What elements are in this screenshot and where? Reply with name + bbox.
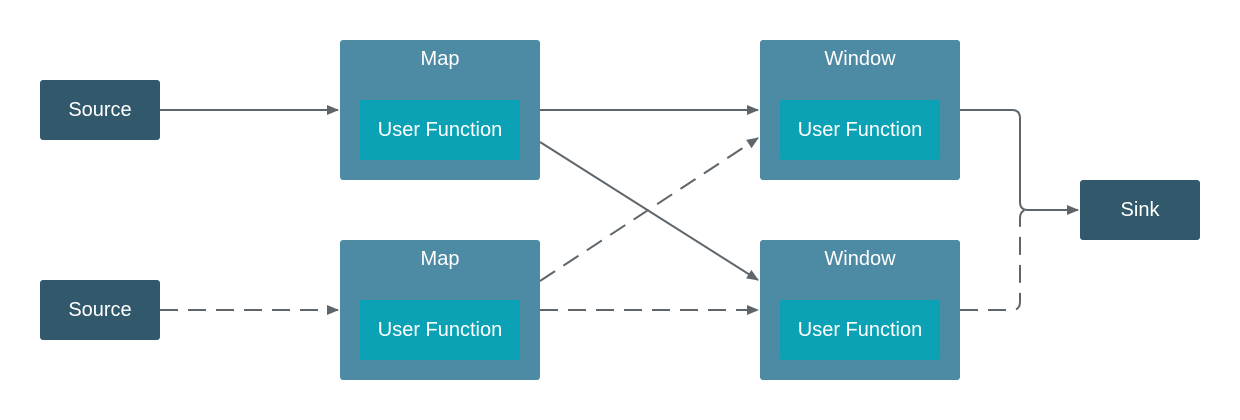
user-function-box: User Function <box>780 300 940 360</box>
edge-window2-sink <box>960 209 1029 311</box>
user-function-label: User Function <box>377 118 503 141</box>
operator-title: Map <box>420 48 460 70</box>
source-node-2: Source <box>40 280 160 340</box>
edge-map1-window2 <box>539 141 759 281</box>
window-operator-1: Window User Function <box>760 40 960 180</box>
window-operator-2: Window User Function <box>760 240 960 380</box>
operator-title: Window <box>824 48 896 70</box>
user-function-label: User Function <box>377 318 503 341</box>
source-label: Source <box>68 98 132 121</box>
user-function-label: User Function <box>797 118 923 141</box>
edge-map2-window1 <box>539 137 759 282</box>
operator-title: Window <box>824 248 896 270</box>
source-label: Source <box>68 298 132 321</box>
source-node-1: Source <box>40 80 160 140</box>
map-operator-2: Map User Function <box>340 240 540 380</box>
user-function-box: User Function <box>360 100 520 160</box>
user-function-label: User Function <box>797 318 923 341</box>
operator-title: Map <box>420 248 460 270</box>
sink-label: Sink <box>1120 198 1160 221</box>
user-function-box: User Function <box>360 300 520 360</box>
user-function-box: User Function <box>780 100 940 160</box>
sink-node: Sink <box>1080 180 1200 240</box>
map-operator-1: Map User Function <box>340 40 540 180</box>
edge-window1-sink <box>960 109 1079 215</box>
